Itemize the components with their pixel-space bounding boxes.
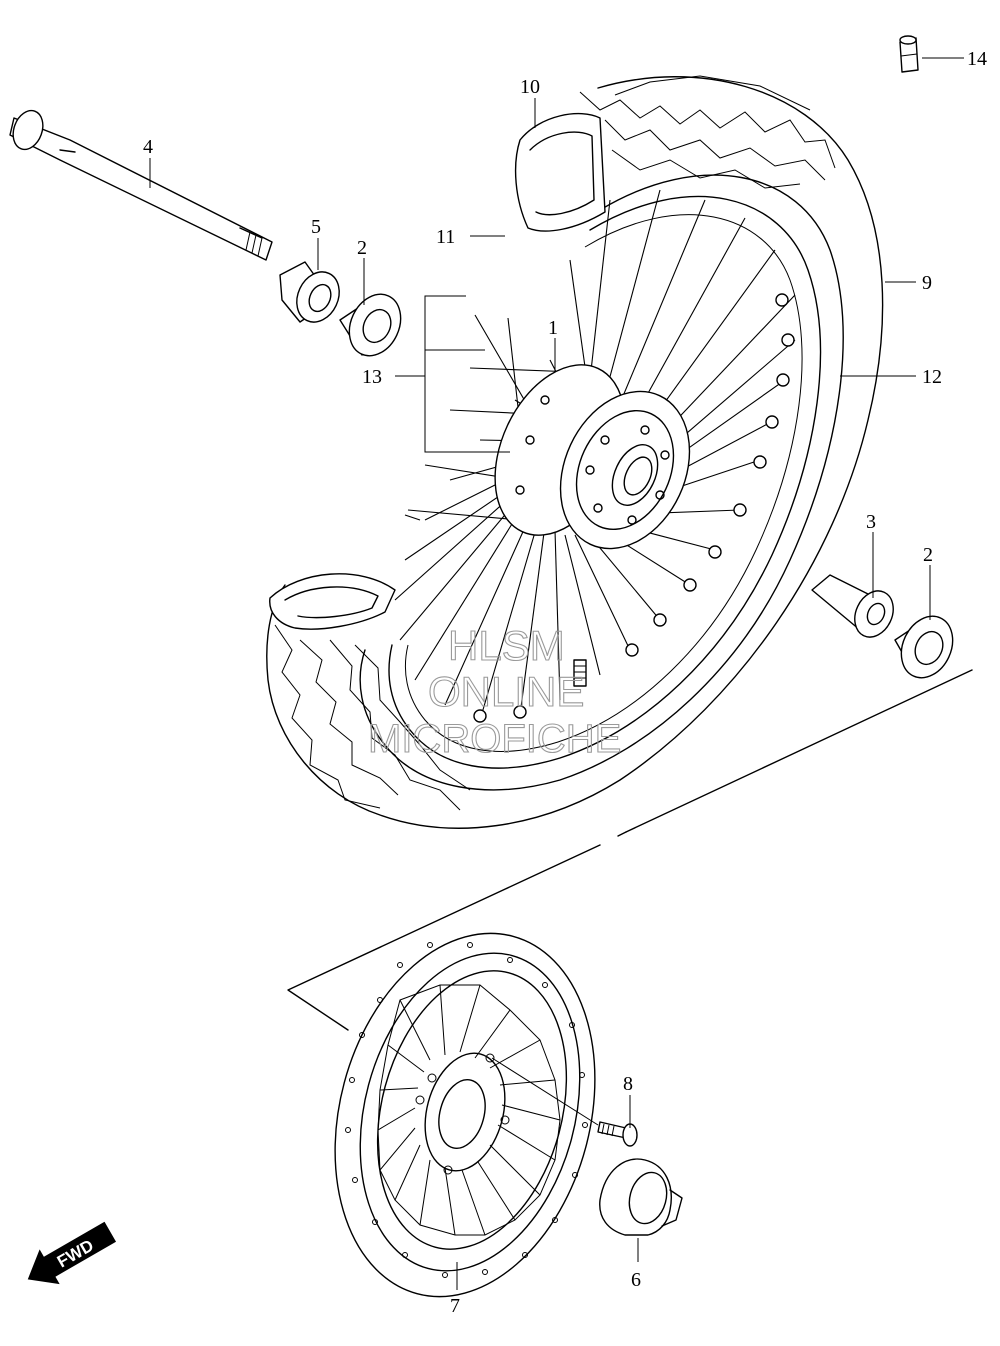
callout-6: 6 [631, 1269, 641, 1291]
wheel-bearing-right [894, 615, 954, 679]
callout-14: 14 [967, 48, 987, 70]
watermark-line-2: ONLINE [428, 668, 584, 715]
callout-8: 8 [623, 1073, 633, 1095]
callout-11: 11 [436, 226, 455, 248]
separation-plane [287, 669, 973, 1031]
valve-cap [899, 35, 919, 73]
callout-5: 5 [311, 216, 321, 238]
front-axle [9, 109, 273, 261]
tire [266, 75, 884, 829]
callout-13: 13 [362, 366, 382, 388]
callout-12: 12 [922, 366, 942, 388]
callout-3: 3 [866, 511, 876, 533]
callout-9: 9 [922, 272, 932, 294]
wheel-hub [494, 364, 691, 550]
tire-valve [573, 659, 587, 687]
leader-lines [149, 57, 964, 1290]
callout-labels: 1 2 2 3 4 5 6 7 8 9 10 11 12 13 14 [143, 48, 987, 1317]
disc-bolt [491, 1057, 638, 1147]
wheel-spacer [811, 574, 894, 638]
callout-2-upper: 2 [357, 237, 367, 259]
callout-1: 1 [548, 317, 558, 339]
callout-2-right: 2 [923, 544, 933, 566]
brake-disc [334, 932, 596, 1298]
callout-4: 4 [143, 136, 153, 158]
watermark-line-1: HLSM [448, 622, 565, 669]
callout-10: 10 [520, 76, 540, 98]
watermark-line-3: MICROFICHE [368, 717, 621, 761]
hub-cover [599, 1158, 683, 1236]
axle-spacer [279, 261, 340, 323]
callout-7: 7 [450, 1295, 460, 1317]
wheel-bearing-upper [339, 293, 402, 357]
watermark: HLSM ONLINE MICROFICHE [367, 621, 621, 761]
fwd-arrow-icon: FWD [27, 1221, 117, 1285]
